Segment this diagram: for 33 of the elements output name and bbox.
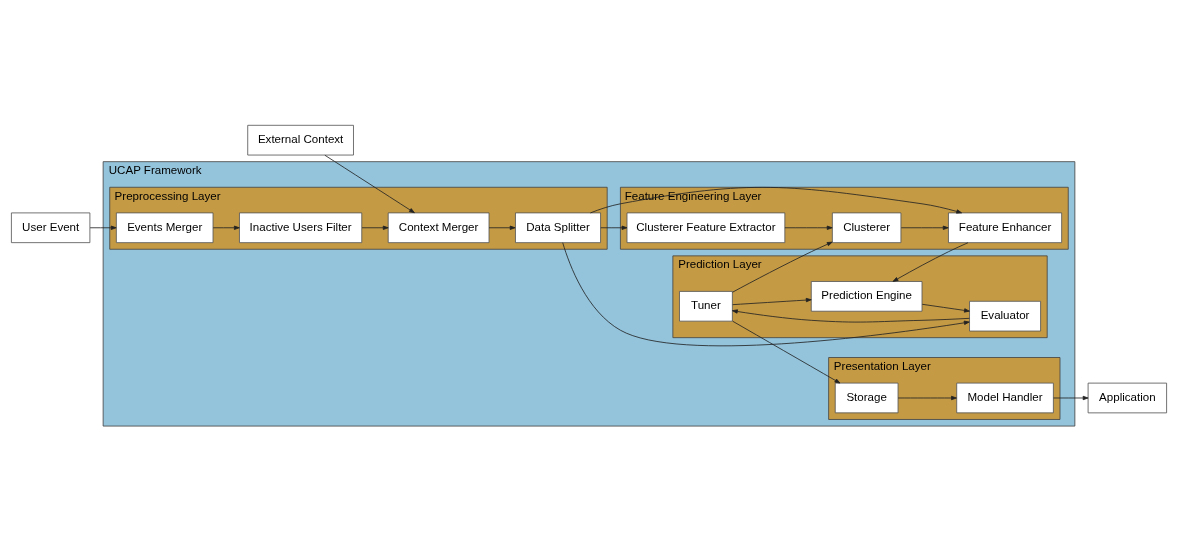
arrow bbox=[590, 187, 963, 214]
arrow bbox=[89, 225, 117, 230]
node-box: External Context bbox=[247, 124, 354, 156]
node-box: Prediction Engine bbox=[810, 281, 923, 312]
arrow bbox=[212, 225, 240, 230]
node-box: Data Splitter bbox=[515, 212, 601, 244]
node-box: Context Merger bbox=[387, 212, 490, 244]
arrow bbox=[1053, 395, 1089, 401]
node-box: Inactive Users Filter bbox=[239, 212, 363, 244]
arrow bbox=[562, 242, 970, 347]
node-box: Evaluator bbox=[969, 300, 1041, 332]
arrow bbox=[784, 225, 833, 230]
arrow bbox=[897, 395, 957, 401]
arrow bbox=[900, 225, 949, 230]
node-box: Events Merger bbox=[115, 212, 214, 244]
arrow bbox=[732, 297, 812, 306]
arrow bbox=[324, 154, 415, 214]
node-box: Storage bbox=[834, 382, 899, 414]
arrow bbox=[732, 309, 970, 323]
node-box: Feature Enhancer bbox=[948, 212, 1063, 244]
arrow bbox=[488, 225, 516, 230]
arrow bbox=[600, 225, 628, 230]
arrow bbox=[892, 242, 969, 282]
node-box: User Event bbox=[11, 212, 91, 244]
arrow bbox=[921, 303, 970, 313]
node-box: Clusterer Feature Extractor bbox=[626, 212, 786, 244]
node-box: Clusterer bbox=[831, 212, 902, 244]
node-box: Model Handler bbox=[956, 382, 1054, 414]
arrow bbox=[732, 241, 833, 293]
node-box: Tuner bbox=[679, 290, 733, 322]
node-box: Application bbox=[1087, 382, 1167, 414]
arrow bbox=[732, 320, 841, 384]
arrow bbox=[361, 225, 389, 230]
